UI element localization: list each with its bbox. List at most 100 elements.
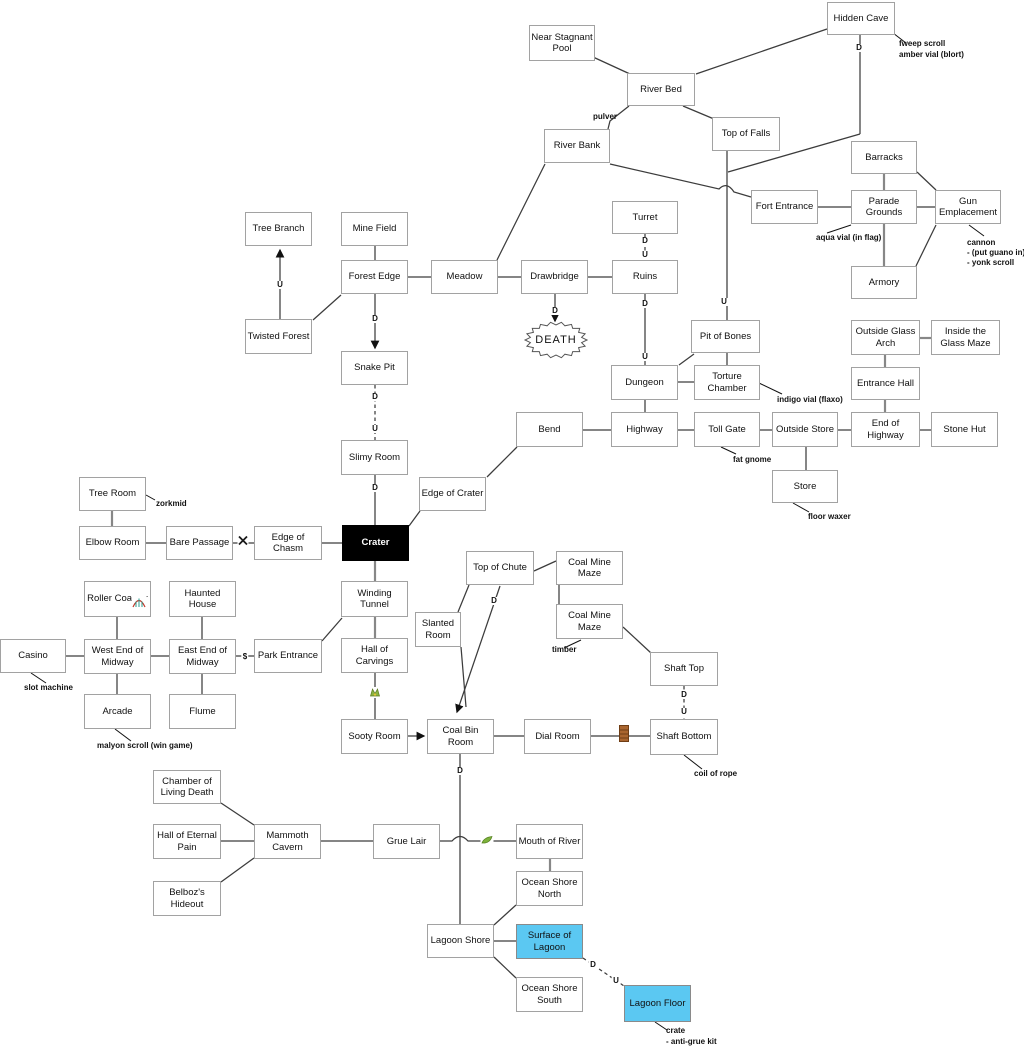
room-parade-grounds[interactable]: Parade Grounds (851, 190, 917, 224)
room-flume[interactable]: Flume (169, 694, 236, 729)
room-coal-mine-maze-1[interactable]: Coal Mine Maze (556, 551, 623, 585)
room-top-of-chute[interactable]: Top of Chute (466, 551, 534, 585)
room-shaft-bottom[interactable]: Shaft Bottom (650, 719, 718, 755)
roller-coaster-icon (131, 595, 147, 613)
room-tree-branch[interactable]: Tree Branch (245, 212, 312, 246)
room-meadow[interactable]: Meadow (431, 260, 498, 294)
room-drawbridge[interactable]: Drawbridge (521, 260, 588, 294)
item-leader-line (758, 382, 783, 395)
room-twisted-forest[interactable]: Twisted Forest (245, 319, 312, 354)
room-ocean-shore-south[interactable]: Ocean Shore South (516, 977, 583, 1012)
room-toll-gate[interactable]: Toll Gate (694, 412, 760, 447)
crossed-swords-icon (237, 533, 249, 551)
room-west-end-of-midway[interactable]: West End of Midway (84, 639, 151, 674)
room-entrance-hall[interactable]: Entrance Hall (851, 367, 920, 400)
room-park-entrance[interactable]: Park Entrance (254, 639, 322, 673)
item-note: indigo vial (flaxo) (777, 395, 843, 404)
room-outside-store[interactable]: Outside Store (772, 412, 838, 447)
direction-label-u: U (611, 976, 621, 985)
room-hall-of-carvings[interactable]: Hall of Carvings (341, 638, 408, 673)
room-river-bed[interactable]: River Bed (627, 73, 695, 106)
room-ocean-shore-north[interactable]: Ocean Shore North (516, 871, 583, 906)
item-note: zorkmid (156, 499, 187, 508)
map-connection (493, 904, 517, 926)
room-grue-lair[interactable]: Grue Lair (373, 824, 440, 859)
room-edge-of-chasm[interactable]: Edge of Chasm (254, 526, 322, 560)
room-hall-of-eternal-pain[interactable]: Hall of Eternal Pain (153, 824, 221, 859)
item-note: fweep scroll (899, 39, 946, 48)
room-river-bank[interactable]: River Bank (544, 129, 610, 163)
room-turret[interactable]: Turret (612, 201, 678, 234)
room-sooty-room[interactable]: Sooty Room (341, 719, 408, 754)
direction-label-d: D (550, 306, 560, 315)
map-connection (493, 956, 517, 979)
map-connection (622, 626, 652, 654)
item-note: - (put guano in) (967, 248, 1024, 257)
room-dungeon[interactable]: Dungeon (611, 365, 678, 400)
room-coal-bin-room[interactable]: Coal Bin Room (427, 719, 494, 754)
room-stone-hut[interactable]: Stone Hut (931, 412, 998, 447)
item-leader-line (968, 224, 985, 237)
map-connection (609, 163, 752, 198)
map-connection (408, 510, 421, 527)
item-note: malyon scroll (win game) (97, 741, 193, 750)
death-node: DEATH (535, 334, 577, 346)
room-barracks[interactable]: Barracks (851, 141, 917, 174)
room-east-end-of-midway[interactable]: East End of Midway (169, 639, 236, 674)
room-surface-of-lagoon[interactable]: Surface of Lagoon (516, 924, 583, 959)
room-armory[interactable]: Armory (851, 266, 917, 299)
room-crater[interactable]: Crater (342, 525, 409, 561)
room-top-of-falls[interactable]: Top of Falls (712, 117, 780, 151)
room-forest-edge[interactable]: Forest Edge (341, 260, 408, 294)
room-ruins[interactable]: Ruins (612, 260, 678, 294)
room-lagoon-shore[interactable]: Lagoon Shore (427, 924, 494, 958)
room-pit-of-bones[interactable]: Pit of Bones (691, 320, 760, 353)
room-mammoth-cavern[interactable]: Mammoth Cavern (254, 824, 321, 859)
room-haunted-house[interactable]: Haunted House (169, 581, 236, 617)
room-outside-glass-arch[interactable]: Outside Glass Arch (851, 320, 920, 355)
room-gun-emplacement[interactable]: Gun Emplacement (935, 190, 1001, 224)
room-bare-passage[interactable]: Bare Passage (166, 526, 233, 560)
room-shaft-top[interactable]: Shaft Top (650, 652, 718, 686)
item-note: - anti-grue kit (666, 1037, 717, 1046)
room-arcade[interactable]: Arcade (84, 694, 151, 729)
room-snake-pit[interactable]: Snake Pit (341, 351, 408, 385)
room-chamber-of-living-death[interactable]: Chamber of Living Death (153, 770, 221, 804)
room-inside-the-glass-maze[interactable]: Inside the Glass Maze (931, 320, 1000, 355)
room-edge-of-crater[interactable]: Edge of Crater (419, 477, 486, 511)
room-hidden-cave[interactable]: Hidden Cave (827, 2, 895, 35)
room-dial-room[interactable]: Dial Room (524, 719, 591, 754)
room-lagoon-floor[interactable]: Lagoon Floor (624, 985, 691, 1022)
room-coal-mine-maze-2[interactable]: Coal Mine Maze (556, 604, 623, 639)
room-bend[interactable]: Bend (516, 412, 583, 447)
item-note: amber vial (blort) (899, 50, 964, 59)
room-torture-chamber[interactable]: Torture Chamber (694, 365, 760, 400)
room-near-stagnant-pool[interactable]: Near Stagnant Pool (529, 25, 595, 61)
room-tree-room[interactable]: Tree Room (79, 477, 146, 511)
map-connection (312, 294, 342, 321)
room-mine-field[interactable]: Mine Field (341, 212, 408, 246)
room-winding-tunnel[interactable]: Winding Tunnel (341, 581, 408, 617)
room-belbozs-hideout[interactable]: Belboz's Hideout (153, 881, 221, 916)
direction-label-d: D (640, 299, 650, 308)
item-note: fat gnome (733, 455, 772, 464)
room-end-of-highway[interactable]: End of Highway (851, 412, 920, 447)
room-fort-entrance[interactable]: Fort Entrance (751, 190, 818, 224)
map-connection (915, 224, 937, 267)
grue-repellent-icon (480, 832, 494, 850)
map-connection (682, 105, 715, 120)
room-slimy-room[interactable]: Slimy Room (341, 440, 408, 475)
direction-label-d: D (679, 690, 689, 699)
room-casino[interactable]: Casino (0, 639, 66, 673)
item-leader-line (892, 32, 907, 44)
room-store[interactable]: Store (772, 470, 838, 503)
room-highway[interactable]: Highway (611, 412, 678, 447)
room-mouth-of-river[interactable]: Mouth of River (516, 824, 583, 859)
room-slanted-room[interactable]: Slanted Room (415, 612, 461, 647)
room-elbow-room[interactable]: Elbow Room (79, 526, 146, 560)
direction-label-u: U (679, 707, 689, 716)
direction-label-d: D (854, 43, 864, 52)
map-connection (916, 171, 937, 191)
